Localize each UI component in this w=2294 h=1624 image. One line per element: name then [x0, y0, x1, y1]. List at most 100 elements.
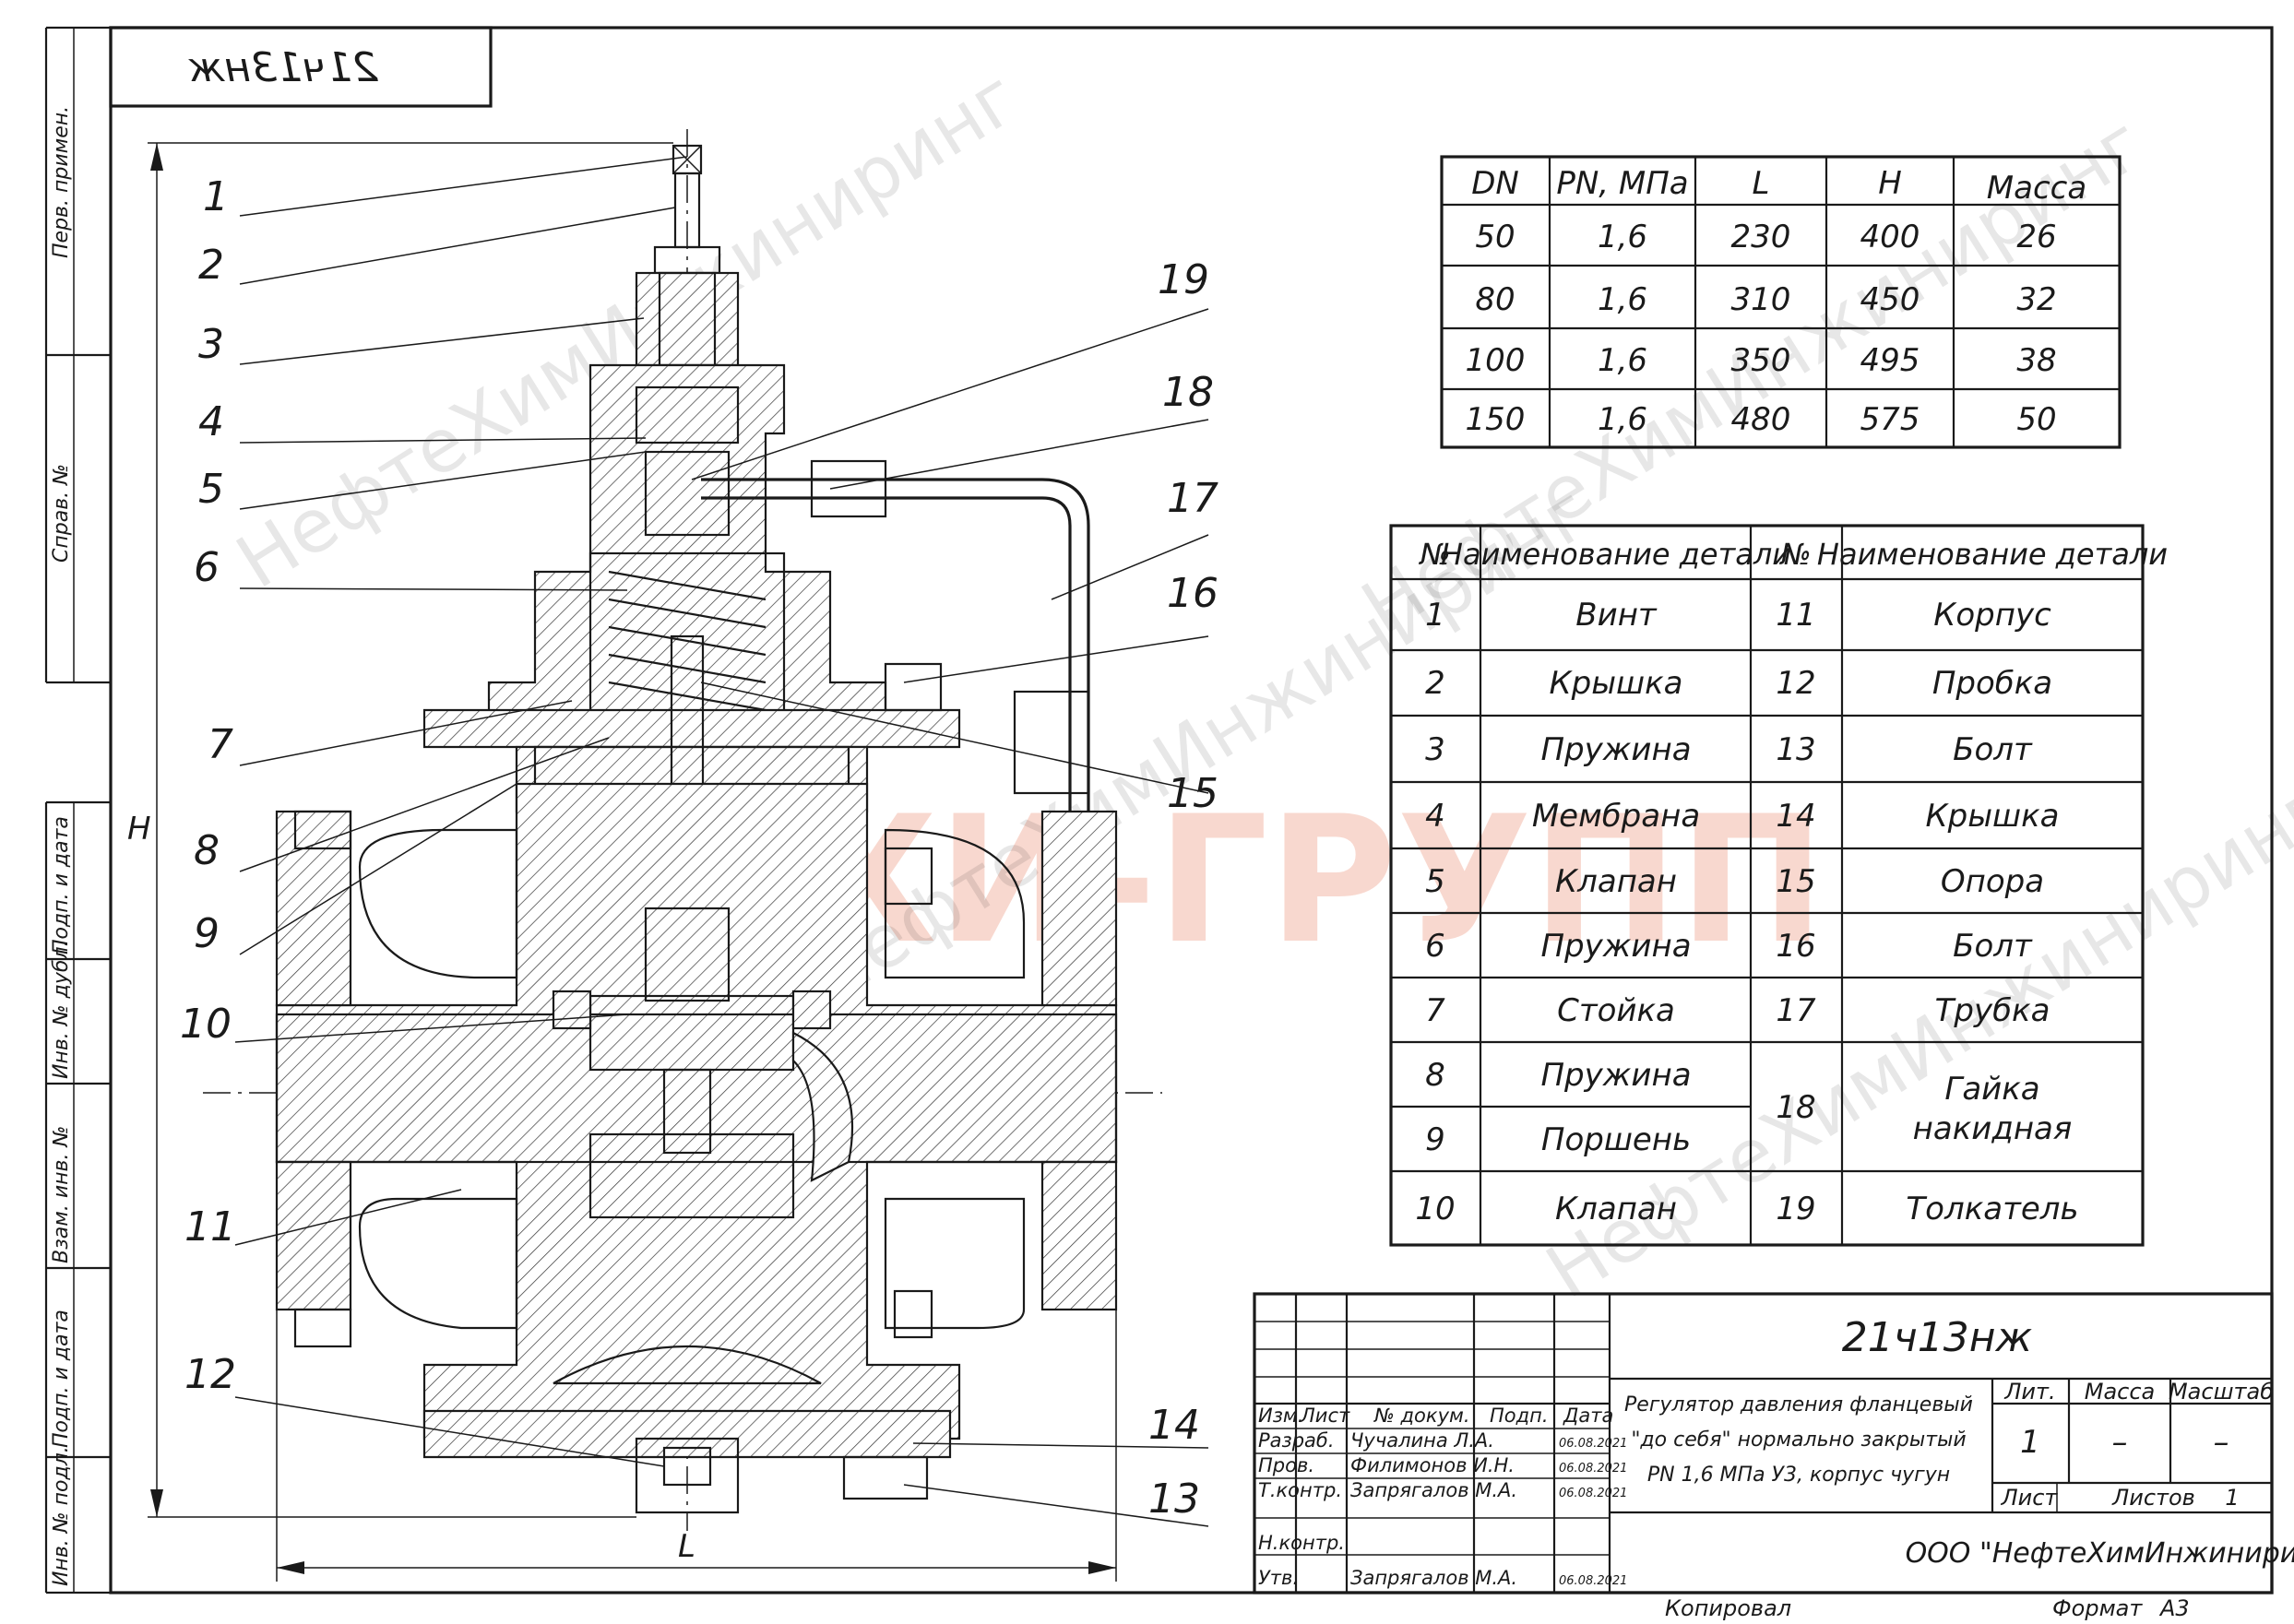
stamp-podp-data-2: Подп. и дата — [50, 1310, 73, 1448]
sheets-label: Листов — [2111, 1485, 2195, 1511]
part-no: 14 — [1776, 798, 1815, 835]
part-name: Пружина — [1540, 928, 1691, 965]
union-nut — [810, 459, 887, 518]
title-block: 21ч13нж Регулятор давления фланцевый "до… — [1253, 1292, 2294, 1594]
name-tkontr: Запрягалов М.А. — [1350, 1479, 1517, 1501]
callout-10: 10 — [180, 1001, 232, 1048]
watermark-banner: ТХИ-ГРУПП — [683, 778, 1825, 982]
part-name: Клапан — [1555, 1191, 1677, 1227]
role-nkontr: Н.контр. — [1258, 1532, 1345, 1554]
callout-18: 18 — [1162, 369, 1214, 416]
stamp-inv-dubl: Инв. № дубл. — [50, 940, 73, 1079]
dimensions: H L — [127, 142, 1117, 1582]
role-tkontr: Т.контр. — [1258, 1479, 1342, 1501]
callouts: 1 2 3 4 5 6 7 8 9 10 11 12 13 14 15 16 1… — [180, 156, 1218, 1527]
stamp-sprav-no: Справ. № — [50, 464, 73, 563]
part-no: 19 — [1776, 1191, 1815, 1227]
part-no: 12 — [1776, 665, 1815, 702]
size-cell: 310 — [1731, 281, 1791, 318]
scale-label: Масштаб — [2169, 1379, 2274, 1405]
parts-table: № Наименование детали № Наименование дет… — [1389, 524, 2168, 1247]
part-no: 17 — [1776, 992, 1816, 1029]
right-flange-top — [1040, 810, 1118, 1007]
mass-value: – — [2112, 1424, 2128, 1461]
dim-height-label: H — [127, 811, 151, 848]
company-name: ООО "НефтеХимИнжиниринг" — [1906, 1537, 2294, 1570]
part-name: Поршень — [1541, 1121, 1691, 1158]
size-cell: 80 — [1475, 281, 1515, 318]
size-cell: 1,6 — [1598, 342, 1647, 379]
stamp-podp-data-1: Подп. и дата — [50, 816, 73, 954]
part-name: Толкатель — [1906, 1191, 2078, 1227]
part-no: 15 — [1776, 863, 1815, 900]
lit-label: Лит. — [2003, 1379, 2055, 1405]
callout-6: 6 — [194, 544, 220, 591]
role-razrab: Разраб. — [1258, 1429, 1335, 1452]
size-cell: 50 — [2016, 401, 2056, 438]
part-name: Стойка — [1557, 992, 1675, 1029]
parts-header-name-left: Наименование детали — [1441, 537, 1791, 572]
part-no: 4 — [1425, 798, 1445, 835]
part-no: 2 — [1425, 665, 1445, 702]
part-no: 9 — [1425, 1121, 1445, 1158]
size-header-pn: PN, МПа — [1556, 165, 1688, 202]
part-name: Пробка — [1932, 665, 2052, 702]
part-name: Болт — [1953, 731, 2033, 768]
parts-header-no-left: № — [1418, 537, 1450, 572]
callout-9: 9 — [194, 910, 220, 957]
part-no: 1 — [1425, 597, 1445, 634]
stamp-inv-podl: Инв. № подл. — [50, 1446, 73, 1586]
callout-19: 19 — [1158, 256, 1209, 303]
col-podp: Подп. — [1490, 1405, 1549, 1427]
part-name: Корпус — [1933, 597, 2051, 634]
bottom-cover — [422, 1409, 952, 1459]
size-cell: 1,6 — [1598, 281, 1647, 318]
date-prov: 06.08.2021 — [1559, 1462, 1627, 1476]
callout-1: 1 — [203, 173, 229, 220]
callout-5: 5 — [198, 466, 224, 513]
left-flange-bottom — [275, 1160, 352, 1311]
callout-4: 4 — [198, 398, 224, 445]
name-utv: Запрягалов М.А. — [1350, 1567, 1517, 1589]
stamp-vzam-inv: Взам. инв. № — [50, 1126, 73, 1263]
size-cell: 575 — [1860, 401, 1920, 438]
piston — [588, 1132, 795, 1219]
size-cell: 32 — [2016, 281, 2056, 318]
part-name: Крышка — [1925, 798, 2059, 835]
stamp-perv-primen: Перв. примен. — [50, 106, 73, 258]
date-tkontr: 06.08.2021 — [1559, 1487, 1627, 1500]
part-no: 7 — [1425, 992, 1445, 1029]
scale-value: – — [2214, 1424, 2229, 1461]
callout-15: 15 — [1167, 770, 1218, 817]
part-no: 10 — [1415, 1191, 1455, 1227]
part-no: 13 — [1776, 731, 1815, 768]
diaphragm-flange — [422, 708, 961, 749]
part-no: 5 — [1425, 863, 1445, 900]
parts-header-name-right: Наименование детали — [1817, 537, 2168, 572]
title-description-line1: Регулятор давления фланцевый — [1624, 1393, 1973, 1417]
title-description-line2: "до себя" нормально закрытый — [1631, 1428, 1966, 1452]
sheets-value: 1 — [2225, 1485, 2239, 1511]
callout-2: 2 — [198, 242, 224, 289]
part-name: Гайка — [1944, 1071, 2039, 1108]
part-name: Пружина — [1540, 731, 1691, 768]
callout-8: 8 — [194, 827, 220, 874]
drawing-code-mirrored: 21ч13нж — [187, 44, 378, 91]
valve-section-drawing — [203, 129, 1162, 1531]
size-header-h: H — [1878, 165, 1902, 202]
role-prov: Пров. — [1258, 1454, 1314, 1476]
size-cell: 1,6 — [1598, 401, 1647, 438]
callout-16: 16 — [1167, 570, 1218, 617]
size-cell: 480 — [1731, 401, 1791, 438]
callout-12: 12 — [184, 1351, 236, 1398]
callout-3: 3 — [198, 321, 224, 368]
part-name: Клапан — [1555, 863, 1677, 900]
parts-header-no-right: № — [1778, 537, 1811, 572]
col-list: Лист — [1300, 1405, 1350, 1427]
role-utv: Утв. — [1258, 1567, 1299, 1589]
plug — [635, 1437, 740, 1514]
callout-7: 7 — [208, 721, 233, 768]
name-prov: Филимонов И.Н. — [1350, 1454, 1515, 1476]
drawing-frame — [44, 26, 2274, 1594]
